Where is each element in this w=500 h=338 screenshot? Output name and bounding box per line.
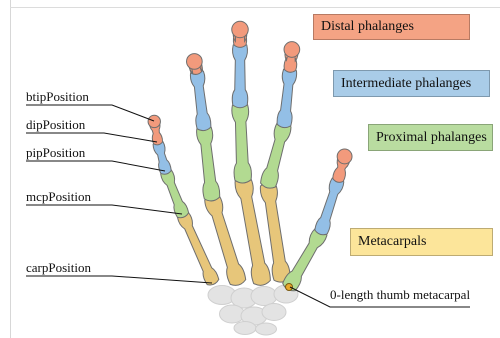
ring-proximal-phalanx: [195, 124, 220, 202]
ring-distal-phalanx-cap: [187, 54, 203, 70]
pinky-distal-phalanx-cap: [148, 115, 160, 127]
thumb-metacarpal-marker: [286, 284, 293, 291]
carpal-bone-5: [220, 305, 245, 323]
legend-distal-label: Distal phalanges: [321, 19, 414, 35]
finger-bones: [148, 21, 352, 293]
ring-intermediate-phalanx-shape: [189, 69, 211, 132]
legend-intermediate-label: Intermediate phalanges: [341, 76, 471, 92]
index-proximal-phalanx: [259, 120, 292, 190]
ring-intermediate-phalanx: [189, 69, 211, 132]
leader-pip: [26, 161, 165, 171]
carpal-bone-8: [234, 322, 256, 335]
thumb-intermediate-phalanx-shape: [314, 176, 346, 237]
callout-dip-position: dipPosition: [26, 117, 85, 132]
callout-thumb-metacarpal: 0-length thumb metacarpal: [330, 287, 470, 302]
middle-proximal-phalanx: [231, 102, 252, 184]
carpal-bone-3: [251, 287, 277, 306]
callout-mcp-position: mcpPosition: [26, 189, 91, 204]
leader-mcp: [26, 205, 182, 214]
legend-intermediate-phalanges: Intermediate phalanges: [333, 70, 490, 97]
middle-intermediate-phalanx: [232, 42, 248, 107]
carpal-bones: [208, 285, 298, 335]
index-proximal-phalanx-shape: [259, 120, 292, 190]
index-intermediate-phalanx: [276, 67, 297, 129]
ring-proximal-phalanx-shape: [195, 124, 220, 202]
callout-btip-position: btipPosition: [26, 89, 89, 104]
thumb-distal-phalanx-cap: [337, 149, 352, 164]
legend-distal-phalanges: Distal phalanges: [313, 14, 470, 40]
thumb-intermediate-phalanx: [314, 176, 346, 237]
middle-intermediate-phalanx-shape: [232, 42, 248, 107]
index-distal-phalanx-cap: [284, 42, 300, 58]
middle-proximal-phalanx-shape: [231, 102, 252, 184]
legend-proximal-phalanges: Proximal phalanges: [368, 124, 493, 151]
leader-dip: [26, 133, 157, 142]
middle-distal-phalanx-cap: [232, 21, 249, 38]
index-intermediate-phalanx-shape: [276, 67, 297, 129]
legend-metacarpals: Metacarpals: [350, 228, 493, 256]
legend-proximal-label: Proximal phalanges: [376, 130, 487, 146]
callout-pip-position: pipPosition: [26, 145, 85, 160]
legend-metacarpals-label: Metacarpals: [358, 234, 426, 250]
leader-carp: [26, 276, 212, 283]
carpal-bone-7: [262, 304, 286, 321]
callout-carp-position: carpPosition: [26, 260, 91, 275]
carpal-bone-9: [256, 323, 277, 335]
